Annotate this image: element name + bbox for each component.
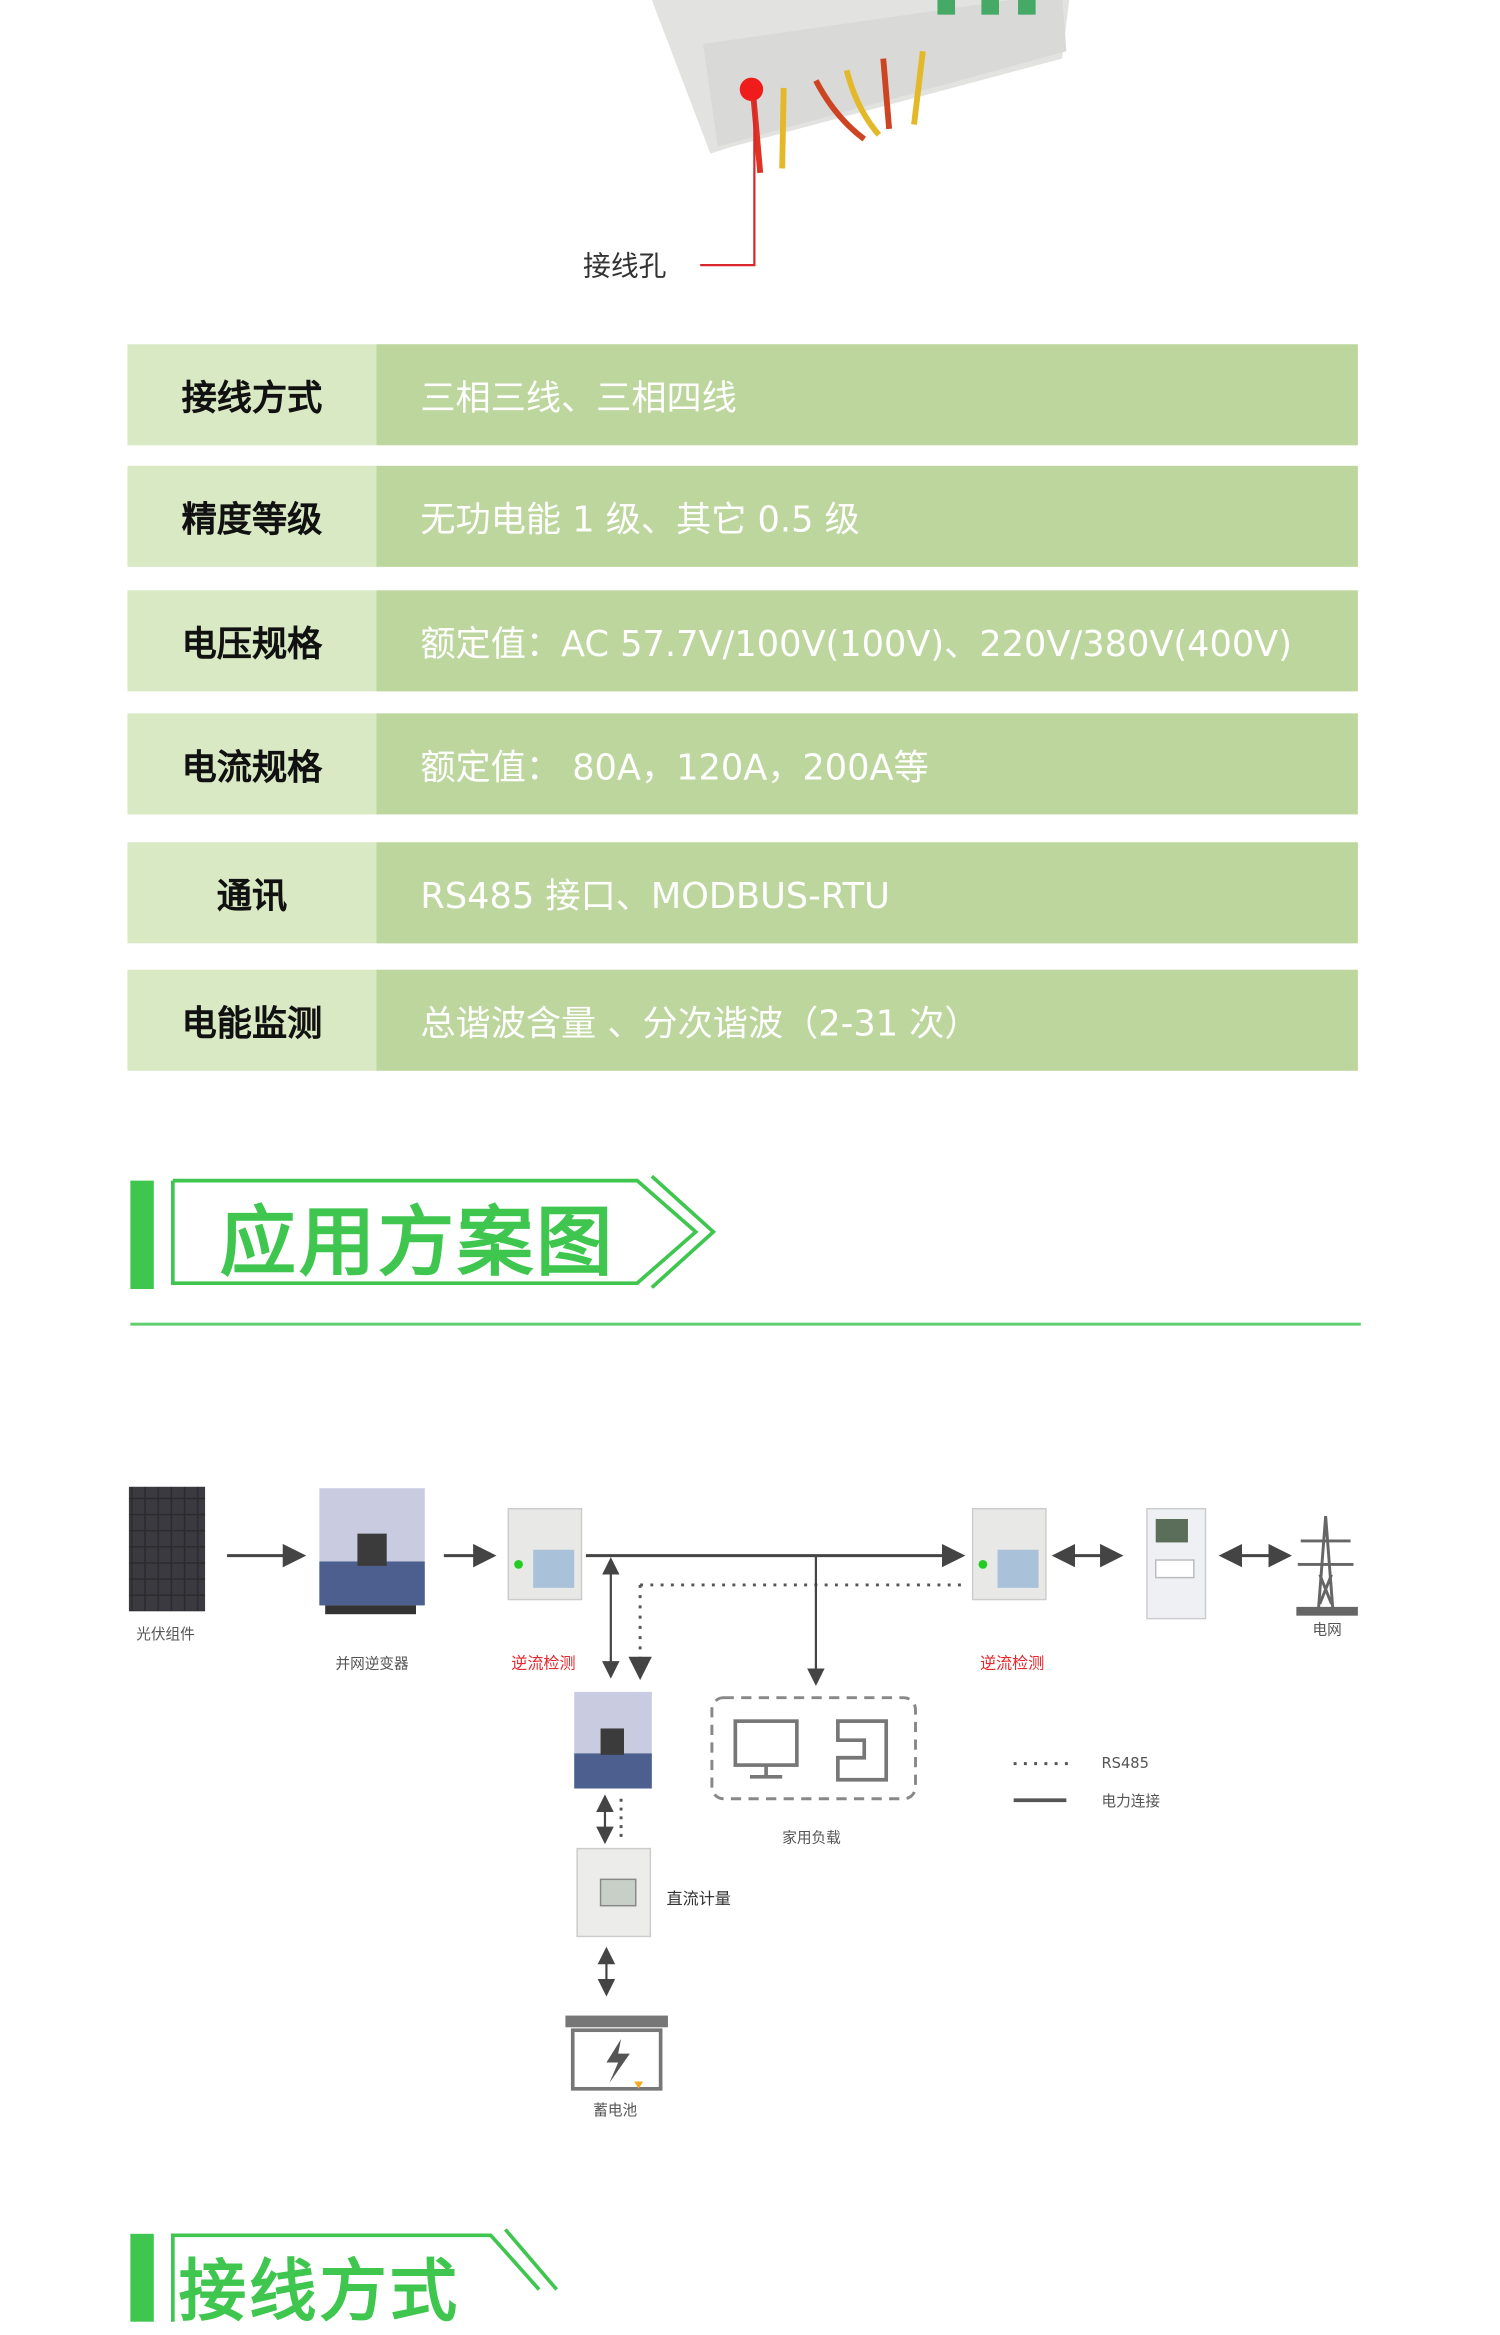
- spec-value: 额定值： 80A，120A，200A等: [376, 713, 1358, 815]
- callout-label: 接线孔: [583, 249, 667, 282]
- section-title: 接线方式: [178, 2251, 460, 2331]
- solar-panel-label: 光伏组件: [136, 1626, 195, 1643]
- spec-value: RS485 接口、MODBUS-RTU: [376, 842, 1358, 944]
- spec-row: 电压规格额定值：AC 57.7V/100V(100V)、220V/380V(40…: [127, 590, 1358, 692]
- household-load-box: [710, 1696, 917, 1801]
- storage-inverter-icon: [574, 1691, 652, 1789]
- spec-row: 精度等级无功电能 1 级、其它 0.5 级: [127, 465, 1358, 567]
- heading-arrow-frame: [171, 2228, 559, 2322]
- spec-label: 电压规格: [127, 590, 377, 692]
- spec-value: 总谐波含量 、分次谐波（2-31 次）: [376, 969, 1358, 1071]
- spec-label: 精度等级: [127, 465, 377, 567]
- section-title: 应用方案图: [219, 1199, 616, 1288]
- grid-inverter-icon: [319, 1488, 425, 1615]
- dc-metering-label: 直流计量: [666, 1889, 730, 1908]
- spec-label: 电能监测: [127, 969, 377, 1071]
- spec-value: 无功电能 1 级、其它 0.5 级: [376, 465, 1358, 567]
- legend-power-label: 电力连接: [1102, 1793, 1161, 1810]
- grid-label: 电网: [1312, 1622, 1341, 1639]
- spec-label: 电流规格: [127, 713, 377, 815]
- terminal-hole-marker: [739, 77, 764, 102]
- appliance-icon: [836, 1719, 889, 1782]
- spec-label: 通讯: [127, 842, 377, 944]
- grid-inverter-label: 并网逆变器: [335, 1655, 409, 1672]
- household-load-label: 家用负载: [782, 1830, 841, 1847]
- reverse-flow-meter-icon: [971, 1508, 1047, 1601]
- spec-row: 电流规格额定值： 80A，120A，200A等: [127, 713, 1358, 815]
- heading-accent-bar: [130, 1180, 154, 1290]
- reverse-flow-label: 逆流检测: [511, 1653, 575, 1672]
- battery-icon: [565, 2015, 668, 2091]
- spec-row: 电能监测总谐波含量 、分次谐波（2-31 次）: [127, 969, 1358, 1071]
- computer-icon: [733, 1719, 799, 1779]
- dc-meter-icon: [576, 1847, 652, 1938]
- reverse-flow-label: 逆流检测: [980, 1653, 1044, 1672]
- spec-label: 接线方式: [127, 344, 377, 446]
- utility-meter-icon: [1146, 1508, 1207, 1620]
- spec-value: 额定值：AC 57.7V/100V(100V)、220V/380V(400V): [376, 590, 1358, 692]
- heading-arrow-frame: [171, 1174, 717, 1289]
- callout-line: [700, 99, 756, 267]
- legend-rs485-label: RS485: [1102, 1755, 1149, 1772]
- power-tower-icon: [1296, 1515, 1358, 1616]
- heading-accent-bar: [130, 2233, 154, 2322]
- solar-panel-icon: [128, 1486, 206, 1612]
- section-divider: [130, 1322, 1361, 1326]
- spec-row: 接线方式三相三线、三相四线: [127, 344, 1358, 446]
- spec-value: 三相三线、三相四线: [376, 344, 1358, 446]
- device-photo: 接线孔: [583, 0, 1070, 282]
- battery-label: 蓄电池: [593, 2102, 637, 2119]
- reverse-flow-meter-icon: [507, 1508, 583, 1601]
